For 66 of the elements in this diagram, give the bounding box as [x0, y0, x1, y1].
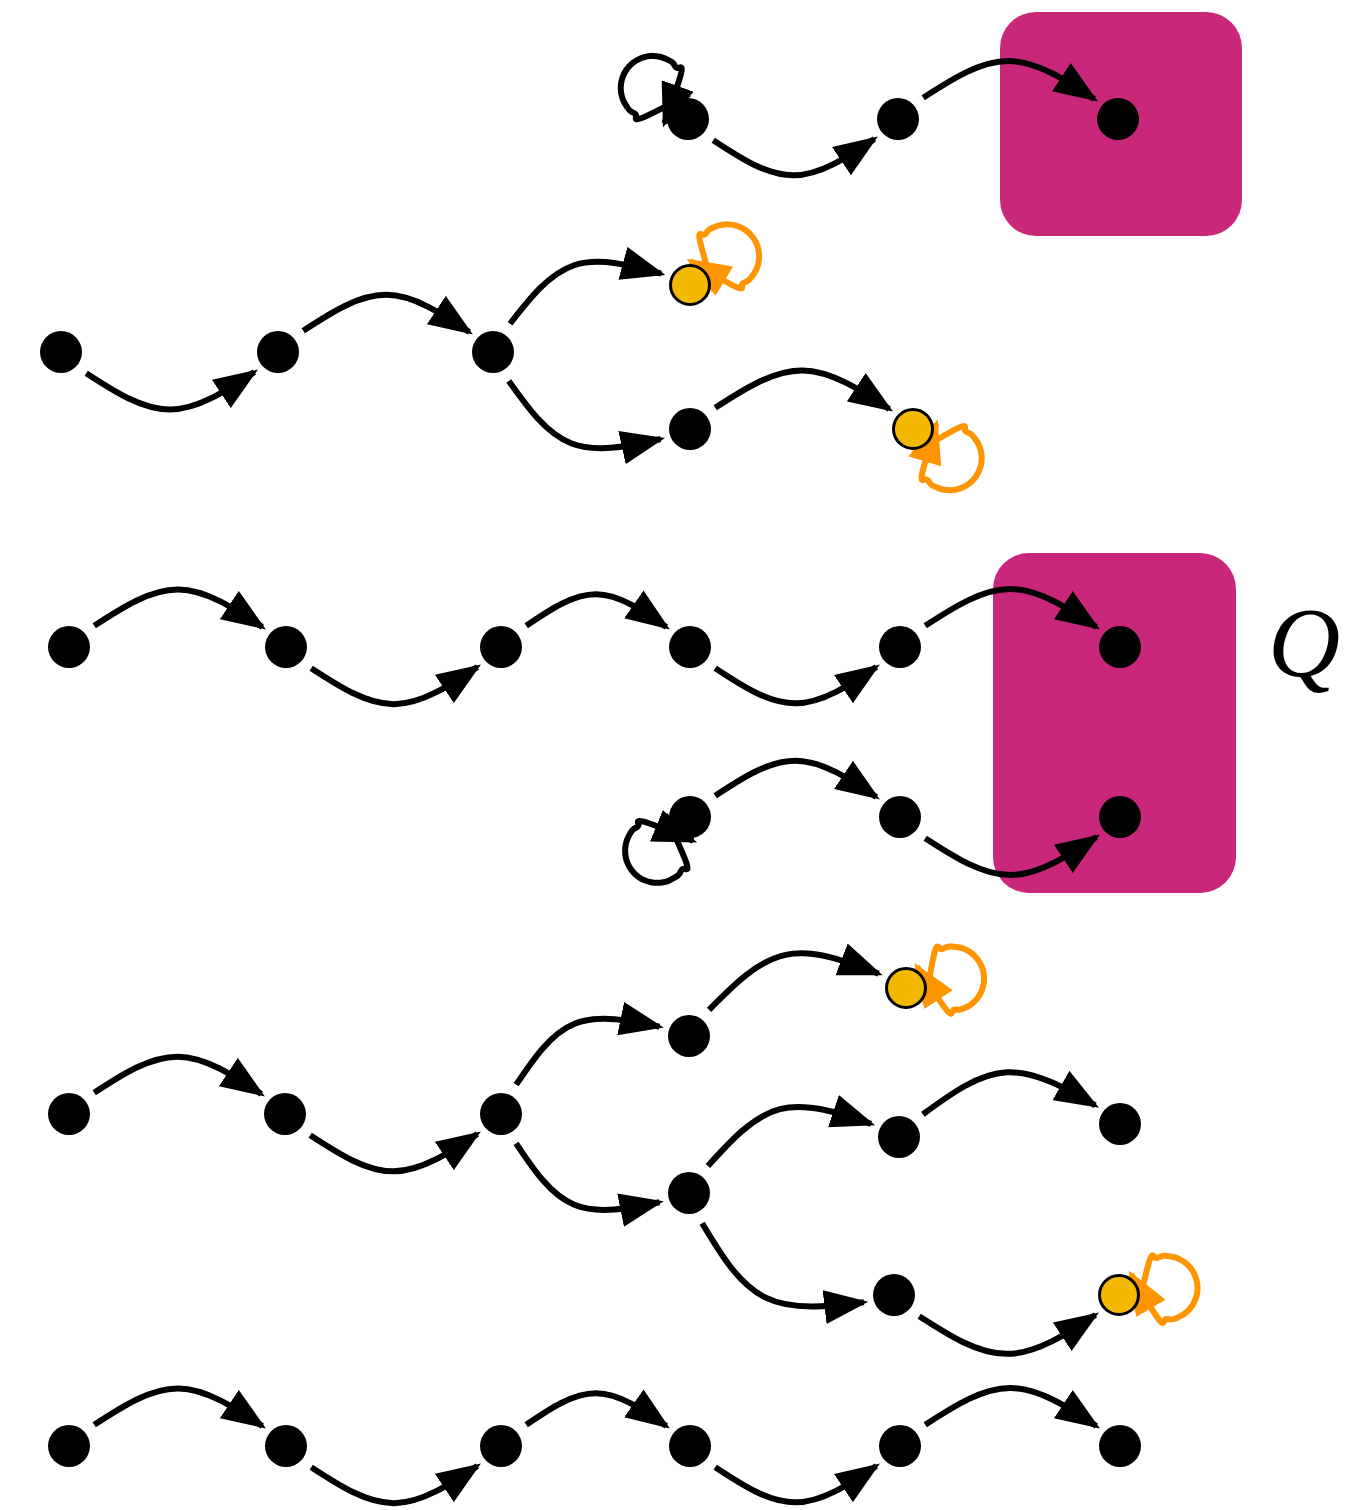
dot — [1099, 1425, 1141, 1467]
arrow — [713, 367, 893, 412]
self-loop-arrow — [1128, 1252, 1201, 1326]
dot — [878, 1116, 920, 1158]
arrow — [524, 1390, 670, 1429]
dot — [480, 626, 522, 668]
dot — [1097, 98, 1139, 140]
dot — [668, 1015, 710, 1057]
arrow — [705, 1097, 875, 1168]
self-loop-arrow — [617, 53, 691, 127]
dot — [885, 967, 927, 1009]
dot — [879, 1425, 921, 1467]
dot — [40, 331, 82, 373]
arrow — [92, 586, 266, 630]
dot — [877, 98, 919, 140]
dot — [1099, 626, 1141, 668]
arrow — [301, 291, 473, 335]
variable-label: Q — [1268, 593, 1341, 693]
dot — [265, 1425, 307, 1467]
arrow — [921, 58, 1098, 102]
dot — [879, 796, 921, 838]
self-loop-arrow — [622, 813, 697, 886]
dot — [48, 626, 90, 668]
dot — [480, 1425, 522, 1467]
dot — [257, 331, 299, 373]
dot — [669, 408, 711, 450]
arrow — [84, 369, 258, 413]
dot — [873, 1274, 915, 1316]
arrow — [309, 664, 481, 708]
dot — [480, 1093, 522, 1135]
dot — [669, 1425, 711, 1467]
arrow — [921, 1069, 1099, 1117]
arrow — [923, 834, 1100, 878]
dot — [48, 1093, 90, 1135]
arrow — [713, 664, 880, 707]
dot — [892, 408, 934, 450]
dot — [265, 626, 307, 668]
arrow — [706, 946, 882, 1012]
arrow — [92, 1053, 265, 1097]
dot — [48, 1425, 90, 1467]
dot — [668, 1172, 710, 1214]
dot — [1099, 1103, 1141, 1145]
arrow — [506, 379, 664, 463]
arrow — [711, 136, 878, 179]
self-loop-arrow — [911, 420, 985, 494]
dot — [472, 331, 514, 373]
arrow — [513, 1003, 663, 1087]
arrow — [309, 1463, 481, 1507]
arrow — [923, 1385, 1100, 1429]
arrow — [92, 1385, 266, 1429]
dot — [264, 1093, 306, 1135]
arrow — [713, 757, 880, 800]
highlight-box — [1000, 12, 1242, 236]
dot — [879, 626, 921, 668]
self-loop-arrow — [914, 943, 988, 1017]
arrow — [513, 1141, 663, 1225]
arrow — [699, 1221, 868, 1323]
dot — [1098, 1274, 1140, 1316]
dot — [669, 626, 711, 668]
arrow — [713, 1463, 880, 1506]
arrow — [308, 1131, 481, 1175]
arrow — [524, 591, 670, 630]
dot — [1099, 796, 1141, 838]
arrow — [507, 249, 665, 326]
arrow — [917, 1312, 1099, 1357]
arrow — [923, 586, 1100, 630]
